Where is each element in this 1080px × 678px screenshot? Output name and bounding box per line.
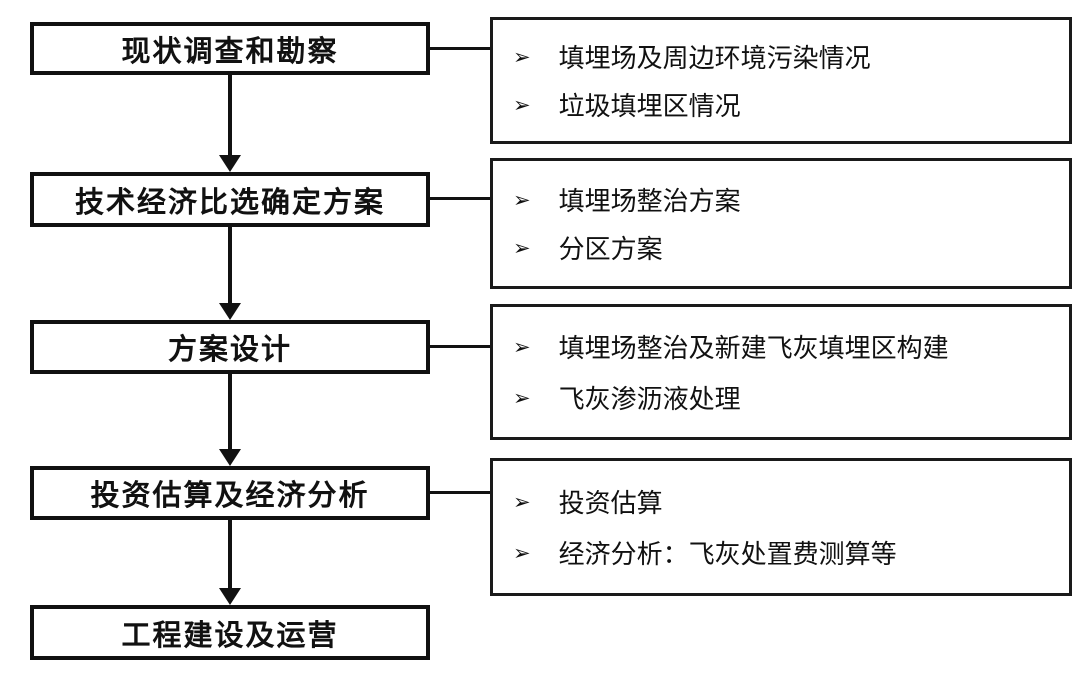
detail-box-survey: ➢ 填埋场及周边环境污染情况 ➢ 垃圾填埋区情况 — [490, 17, 1072, 144]
detail-item-label: 飞灰渗沥液处理 — [558, 384, 741, 414]
detail-item: ➢ 垃圾填埋区情况 — [513, 86, 1057, 123]
arrowhead-bullet-icon: ➢ — [513, 236, 531, 261]
stage-label: 工程建设及运营 — [121, 619, 339, 652]
arrowhead-bullet-icon: ➢ — [513, 187, 531, 212]
stage-box-design: 方案设计 — [30, 320, 430, 374]
stage-label: 投资估算及经济分析 — [90, 480, 370, 512]
detail-item-label: 经济分析：飞灰处置费测算等 — [558, 540, 897, 569]
detail-item-label: 垃圾填埋区情况 — [558, 91, 741, 121]
detail-item: ➢ 填埋场及周边环境污染情况 — [513, 38, 1057, 75]
arrowhead-bullet-icon: ➢ — [513, 490, 531, 514]
arrowhead-bullet-icon: ➢ — [513, 92, 531, 117]
detail-item-label: 投资估算 — [558, 489, 663, 518]
connector-line-2 — [430, 197, 490, 200]
detail-item: ➢ 投资估算 — [513, 483, 1057, 520]
detail-item-label: 填埋场及周边环境污染情况 — [558, 44, 871, 74]
detail-box-investment: ➢ 投资估算 ➢ 经济分析：飞灰处置费测算等 — [490, 458, 1072, 596]
stage-box-comparison: 技术经济比选确定方案 — [30, 172, 430, 227]
detail-item: ➢ 飞灰渗沥液处理 — [513, 379, 1057, 416]
stage-label: 现状调查和勘察 — [121, 35, 339, 68]
detail-item: ➢ 分区方案 — [513, 229, 1057, 266]
detail-item-label: 填埋场整治及新建飞灰填埋区构建 — [558, 334, 949, 364]
connector-line-3 — [430, 345, 490, 348]
stage-box-construction: 工程建设及运营 — [30, 605, 430, 660]
detail-item: ➢ 填埋场整治及新建飞灰填埋区构建 — [513, 328, 1057, 365]
arrowhead-bullet-icon: ➢ — [513, 335, 531, 360]
detail-item-label: 填埋场整治方案 — [558, 186, 741, 216]
detail-item: ➢ 经济分析：飞灰处置费测算等 — [513, 534, 1057, 571]
arrowhead-bullet-icon: ➢ — [513, 45, 531, 70]
stage-box-investment: 投资估算及经济分析 — [30, 466, 430, 520]
stage-box-survey: 现状调查和勘察 — [30, 22, 430, 75]
detail-item: ➢ 填埋场整治方案 — [513, 181, 1057, 218]
connector-line-1 — [430, 47, 490, 50]
arrowhead-bullet-icon: ➢ — [513, 385, 531, 410]
detail-item-label: 分区方案 — [558, 235, 663, 265]
stage-label: 技术经济比选确定方案 — [74, 186, 385, 219]
connector-line-4 — [430, 491, 490, 494]
down-arrow-4 — [219, 520, 241, 605]
arrowhead-bullet-icon: ➢ — [513, 541, 531, 565]
detail-box-design: ➢ 填埋场整治及新建飞灰填埋区构建 ➢ 飞灰渗沥液处理 — [490, 304, 1072, 440]
stage-label: 方案设计 — [167, 334, 292, 366]
down-arrow-3 — [219, 374, 241, 466]
detail-box-comparison: ➢ 填埋场整治方案 ➢ 分区方案 — [490, 158, 1072, 289]
down-arrow-1 — [219, 75, 241, 172]
down-arrow-2 — [219, 227, 241, 320]
